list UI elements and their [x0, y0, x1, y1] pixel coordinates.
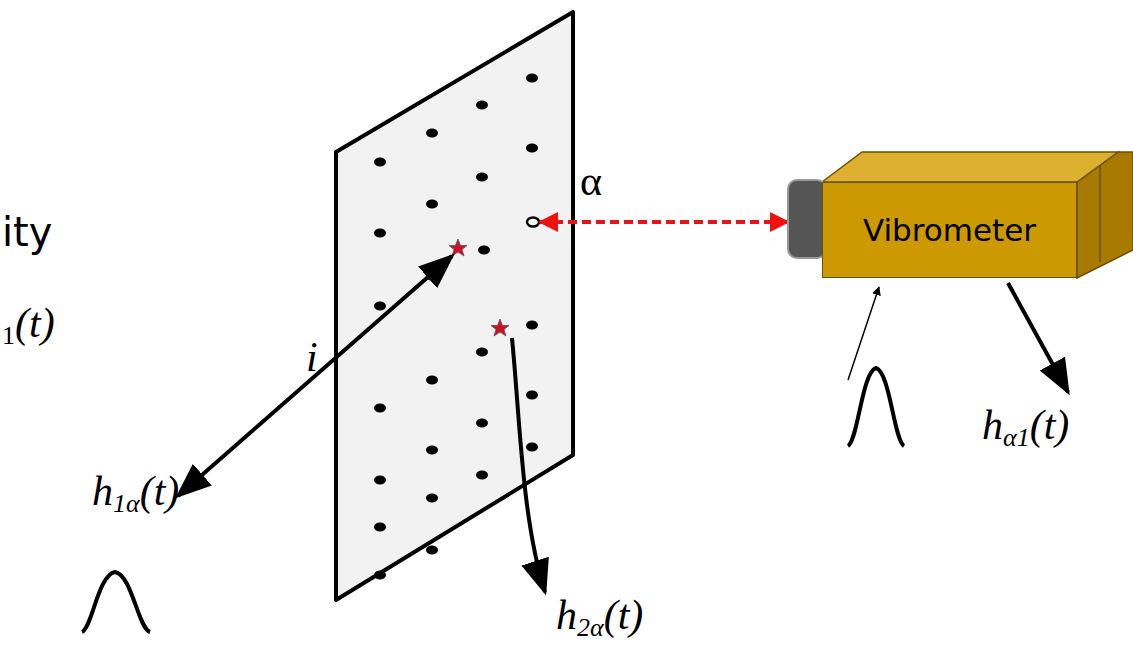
- grid-dot: [526, 144, 538, 153]
- vibrometer-top: [822, 152, 1118, 182]
- cropped-signal: 1(t): [2, 302, 55, 349]
- grid-dot: [374, 476, 386, 485]
- pulse: [848, 368, 904, 446]
- grid-dot: [526, 74, 538, 83]
- grid-dot: [476, 101, 488, 110]
- grid-dot: [374, 523, 386, 532]
- grid-dot: [426, 200, 438, 209]
- grid-dot: [374, 302, 386, 311]
- vibrometer-box: Vibrometer: [822, 182, 1077, 278]
- grid-dot: [526, 443, 538, 452]
- signal-name: h2α(t): [556, 594, 643, 641]
- response-arrow: [512, 338, 545, 592]
- path-label: i: [306, 336, 318, 378]
- input-leader: [848, 287, 879, 380]
- excitation-star: [449, 239, 467, 256]
- grid-dot: [426, 446, 438, 455]
- cropped-text: ity: [2, 212, 52, 252]
- output-arrow: [1008, 283, 1068, 392]
- grid-dot: [478, 246, 490, 255]
- grid-dot: [374, 229, 386, 238]
- device-name: Vibrometer: [863, 212, 1036, 248]
- beam-label: α: [580, 160, 602, 202]
- grid-dot: [426, 129, 438, 138]
- pulse: [82, 572, 150, 632]
- grid-dot: [476, 348, 488, 357]
- grid-dot: [476, 419, 488, 428]
- grid-dot: [526, 321, 538, 330]
- grid-dot: [476, 173, 488, 182]
- grid-dot: [476, 471, 488, 480]
- signal-name: hα1(t): [982, 404, 1069, 451]
- grid-dot: [426, 546, 438, 555]
- grid-dot: [526, 391, 538, 400]
- plate: [336, 12, 573, 600]
- grid-dot: [426, 494, 438, 503]
- grid-dot: [374, 158, 386, 167]
- grid-dot: [426, 376, 438, 385]
- laser-beam: [540, 220, 788, 224]
- vibrometer-edge: [1099, 165, 1101, 262]
- measurement-grid: [374, 74, 539, 580]
- excitation-path: [178, 256, 452, 496]
- excitation-star: [491, 319, 509, 336]
- grid-dot: [374, 404, 386, 413]
- vibrometer-lens: [788, 180, 826, 258]
- signal-name: h1α(t): [92, 470, 179, 517]
- grid-dot: [374, 571, 386, 580]
- measured-dot: [527, 218, 539, 227]
